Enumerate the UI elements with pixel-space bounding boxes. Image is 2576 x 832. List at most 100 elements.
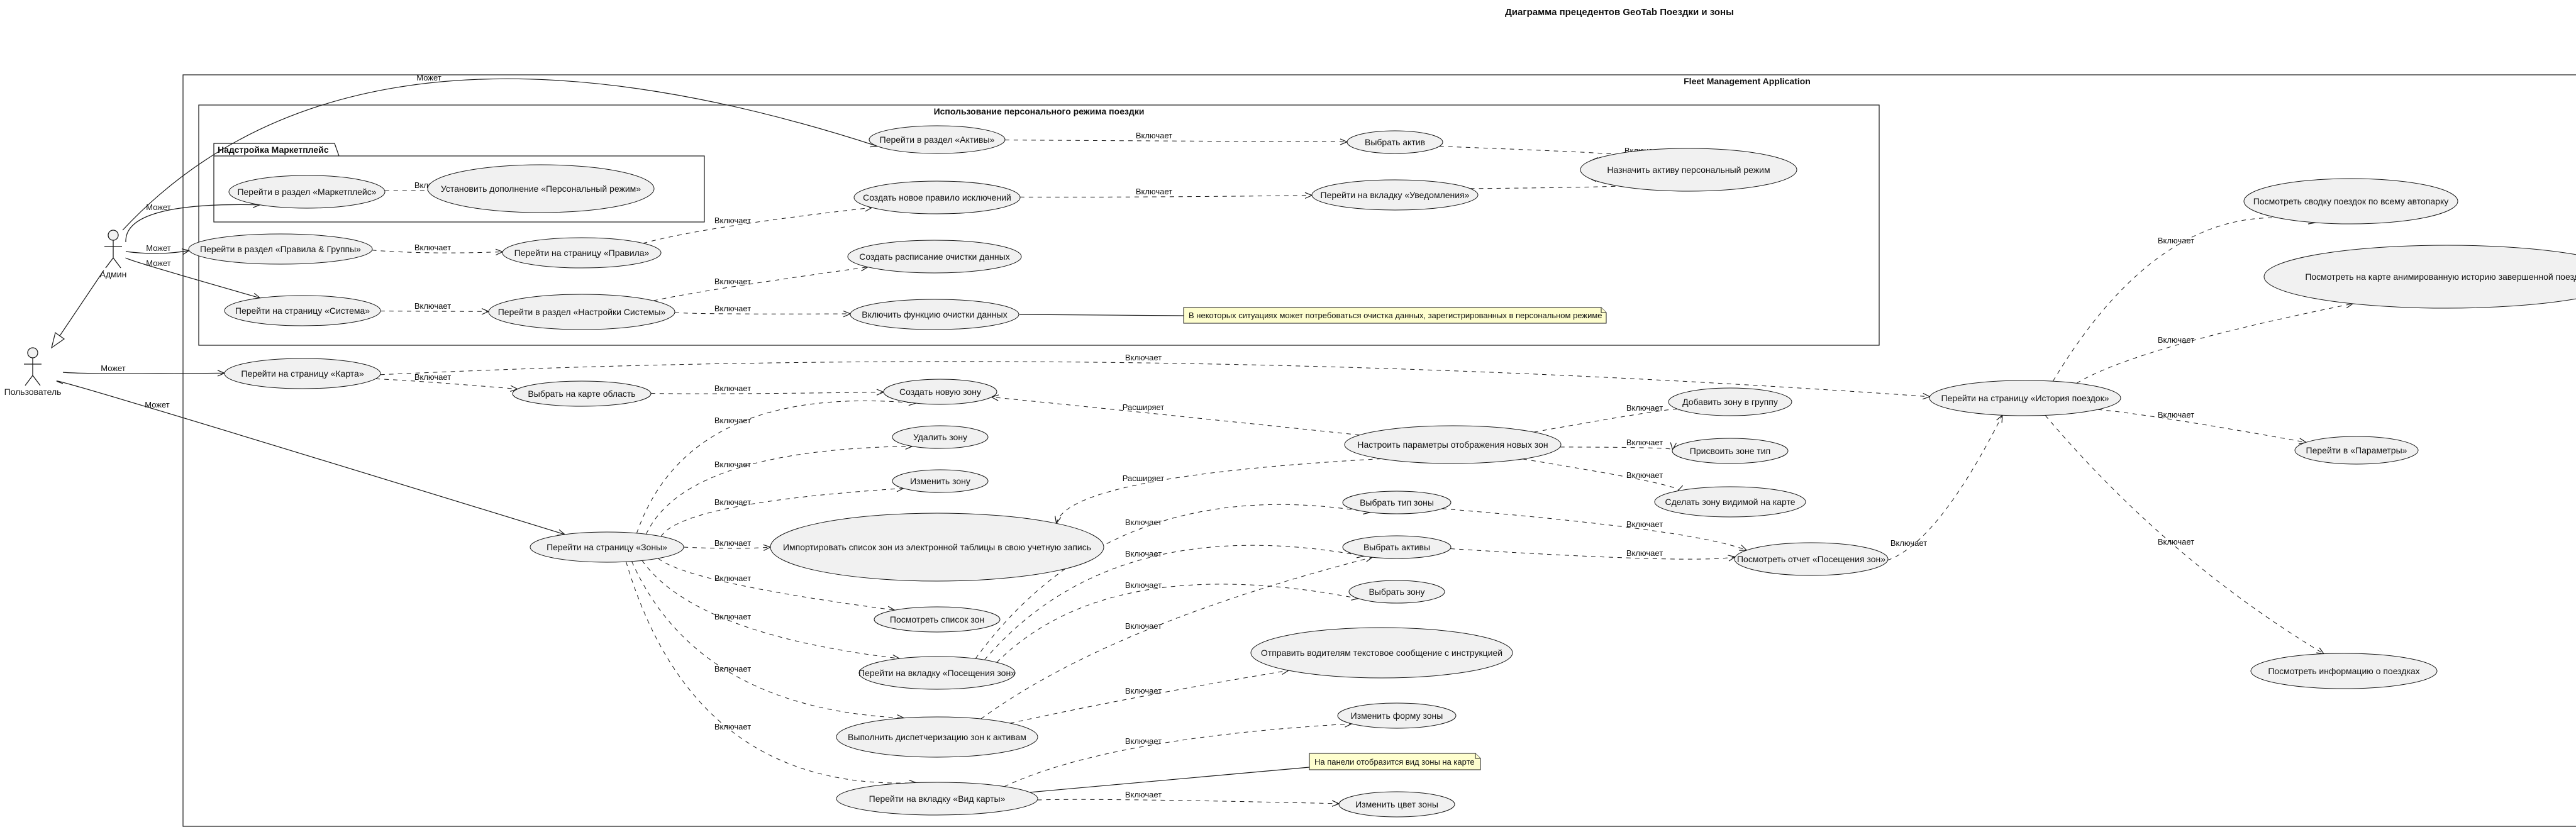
- usecase-assetsSection-label: Перейти в раздел «Активы»: [880, 135, 995, 145]
- usecase-selectZone: Выбрать зону: [1348, 580, 1445, 604]
- edge-visits-assets: [984, 545, 1364, 660]
- usecase-notifTab-shape: [1311, 179, 1479, 211]
- edge-admin-assets: [122, 78, 878, 231]
- usecase-changeColor-label: Изменить цвет зоны: [1355, 799, 1438, 809]
- usecase-selectAssets-label: Выбрать активы: [1363, 542, 1430, 552]
- usecase-rulesPage-label: Перейти на страницу «Правила»: [514, 248, 650, 258]
- usecase-enableClean-label: Включить функцию очистки данных: [862, 309, 1007, 319]
- edge-visits-zone: [996, 584, 1359, 663]
- use-cases: Перейти в раздел «Маркетплейс»Установить…: [188, 125, 2576, 818]
- usecase-sendSms-label: Отправить водителям текстовое сообщение …: [1261, 648, 1502, 658]
- edge-type-report-label: Включает: [1626, 519, 1663, 529]
- usecase-makeVisible-shape: [1654, 486, 1806, 518]
- usecase-fleetSummary-shape: [2243, 178, 2458, 225]
- usecase-visitsReport-shape: [1734, 542, 1889, 576]
- edge-dispatch-sms-label: Включает: [1125, 686, 1162, 696]
- edge-config-import: [1056, 458, 1382, 524]
- usecase-editZone: Изменить зону: [892, 469, 989, 493]
- usecase-zonesPage-shape: [530, 531, 684, 563]
- usecase-visitsReport-label: Посмотреть отчет «Посещения зон»: [1737, 554, 1885, 564]
- usecase-mapViewTab-label: Перейти на вкладку «Вид карты»: [869, 794, 1006, 804]
- edge-zones-create: [636, 400, 916, 534]
- personal-mode-boundary-title: Использование персонального режима поезд…: [934, 106, 1145, 116]
- usecase-selectAssets-shape: [1342, 535, 1452, 559]
- usecase-newRule-label: Создать новое правило исключений: [863, 192, 1011, 202]
- edge-report-history-arrowhead: [1996, 414, 2003, 423]
- edge-config-import-arrowhead: [1055, 516, 1062, 524]
- usecase-cleanSchedule-shape: [847, 240, 1022, 274]
- generalization-admin-user: [51, 270, 104, 349]
- usecase-market: Перейти в раздел «Маркетплейс»: [228, 175, 386, 209]
- usecase-systemSettings: Перейти в раздел «Настройки Системы»: [488, 294, 675, 330]
- relationship-labels: МожетМожетМожетМожетМожетМожетВключаетВк…: [101, 73, 2194, 799]
- usecase-editZone-label: Изменить зону: [910, 476, 970, 486]
- usecase-selectZone-shape: [1348, 580, 1445, 604]
- usecase-selectZoneType: Выбрать тип зоны: [1342, 491, 1452, 514]
- edge-map-history-label: Включает: [1125, 353, 1162, 362]
- edge-rulesgroups-rulespage-label: Включает: [414, 243, 451, 252]
- edge-history-info: [2045, 415, 2324, 655]
- edge-user-map-label: Может: [101, 363, 126, 373]
- usecase-deleteZone-shape: [892, 425, 989, 449]
- usecase-notifTab-label: Перейти на вкладку «Уведомления»: [1321, 190, 1470, 200]
- usecase-editZone-shape: [892, 469, 989, 493]
- usecase-changeShape-label: Изменить форму зоны: [1351, 711, 1443, 721]
- usecase-market-label: Перейти в раздел «Маркетплейс»: [237, 187, 376, 197]
- edge-zones-import: [683, 546, 771, 549]
- actor-user: Пользователь: [4, 347, 62, 397]
- usecase-assignPersonal-shape: [1580, 148, 1797, 192]
- usecase-mapPage-shape: [224, 358, 381, 389]
- edge-zones-view-label: Включает: [714, 574, 751, 583]
- usecase-selectAsset: Выбрать актив: [1346, 130, 1443, 154]
- usecase-createZone: Создать новую зону: [883, 379, 997, 405]
- usecase-addToGroup: Добавить зону в группу: [1668, 387, 1792, 416]
- usecase-notifTab: Перейти на вкладку «Уведомления»: [1311, 179, 1479, 211]
- usecase-assetsSection-shape: [869, 125, 1006, 154]
- edge-history-info-label: Включает: [2158, 537, 2194, 546]
- usecase-rulesGroups: Перейти в раздел «Правила & Группы»: [188, 233, 373, 265]
- edge-config-group: [1533, 409, 1680, 433]
- usecase-mapPage: Перейти на страницу «Карта»: [224, 358, 381, 389]
- edge-assets-report-arrowhead: [1728, 555, 1736, 562]
- edge-visits-type-label: Включает: [1125, 518, 1162, 527]
- usecase-rulesPage: Перейти на страницу «Правила»: [502, 237, 662, 269]
- usecase-systemSettings-label: Перейти в раздел «Настройки Системы»: [498, 307, 666, 317]
- edge-config-group-label: Включает: [1626, 403, 1663, 413]
- edge-config-visible-label: Включает: [1626, 470, 1663, 480]
- usecase-selectArea-shape: [512, 380, 652, 407]
- edge-area-create: [650, 392, 884, 394]
- usecase-rulesPage-shape: [502, 237, 662, 269]
- edge-zones-edit: [660, 488, 904, 537]
- usecase-fleetSummary: Посмотреть сводку поездок по всему автоп…: [2243, 178, 2458, 225]
- edge-area-create-label: Включает: [714, 384, 751, 393]
- actor-user-label: Пользователь: [4, 387, 62, 397]
- usecase-makeVisible-label: Сделать зону видимой на карте: [1665, 497, 1795, 507]
- edge-rulespage-newrule: [643, 207, 872, 244]
- usecase-animHistory: Посмотреть на карте анимированную истори…: [2263, 245, 2576, 309]
- usecase-assignType-shape: [1672, 438, 1789, 464]
- usecase-zonesPage: Перейти на страницу «Зоны»: [530, 531, 684, 563]
- edge-zones-visits-label: Включает: [714, 612, 751, 621]
- usecase-viewZones: Посмотреть список зон: [874, 606, 1001, 633]
- usecase-importZones-shape: [770, 513, 1104, 582]
- edge-mapview-shape-label: Включает: [1125, 736, 1162, 746]
- edge-visits-assets-label: Включает: [1125, 549, 1162, 558]
- edge-admin-assets-label: Может: [416, 73, 441, 82]
- usecase-assignType: Присвоить зоне тип: [1672, 438, 1789, 464]
- edge-history-info-arrowhead: [2316, 647, 2325, 655]
- edge-visits-zone-label: Включает: [1125, 580, 1162, 590]
- usecase-tripHistory-shape: [1929, 380, 2121, 416]
- edge-mapview-color: [1037, 799, 1340, 804]
- usecase-viewZones-shape: [874, 606, 1001, 633]
- edge-user-map: [62, 372, 225, 374]
- personal-mode-boundary: Использование персонального режима поезд…: [198, 104, 1880, 346]
- edge-dispatch-sms: [1009, 670, 1289, 724]
- usecase-selectAsset-label: Выбрать актив: [1365, 137, 1425, 147]
- usecase-dispatch-label: Выполнить диспетчеризацию зон к активам: [848, 732, 1026, 742]
- edge-admin-rules-label: Может: [146, 243, 171, 253]
- usecase-cleanSchedule: Создать расписание очистки данных: [847, 240, 1022, 274]
- edge-mapview-shape: [1004, 723, 1352, 787]
- edge-config-type: [1560, 447, 1674, 450]
- usecase-changeShape-shape: [1337, 702, 1457, 729]
